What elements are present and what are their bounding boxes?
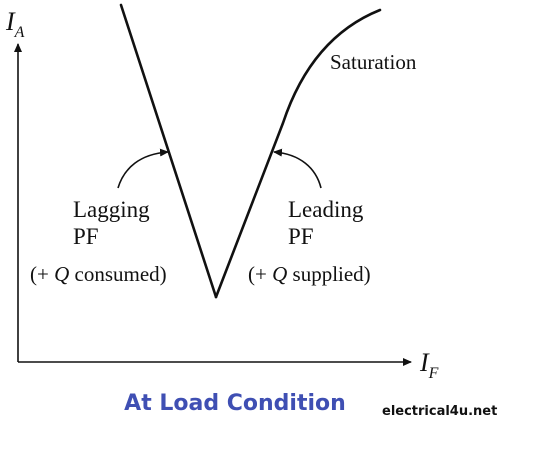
saturation-label: Saturation (330, 50, 417, 74)
y-axis-subscript: A (14, 24, 25, 41)
leading-branch-curve (214, 8, 382, 299)
y-axis-label: IA (5, 7, 25, 41)
leading-pf-label: PF (288, 224, 314, 249)
x-axis-label: IF (419, 348, 439, 382)
leading-label: Leading (288, 197, 364, 222)
diagram-caption: At Load Condition (124, 391, 346, 416)
lagging-branch-line (119, 3, 218, 299)
lagging-pf-label: PF (73, 224, 99, 249)
lagging-pointer-arrow (117, 148, 169, 189)
leading-pointer-arrow (273, 148, 322, 189)
x-axis-subscript: F (428, 365, 439, 382)
q-consumed-label: (+ Q consumed) (30, 262, 167, 286)
site-watermark: electrical4u.net (382, 404, 498, 419)
lagging-label: Lagging (73, 197, 150, 222)
q-supplied-label: (+ Q supplied) (248, 262, 371, 286)
